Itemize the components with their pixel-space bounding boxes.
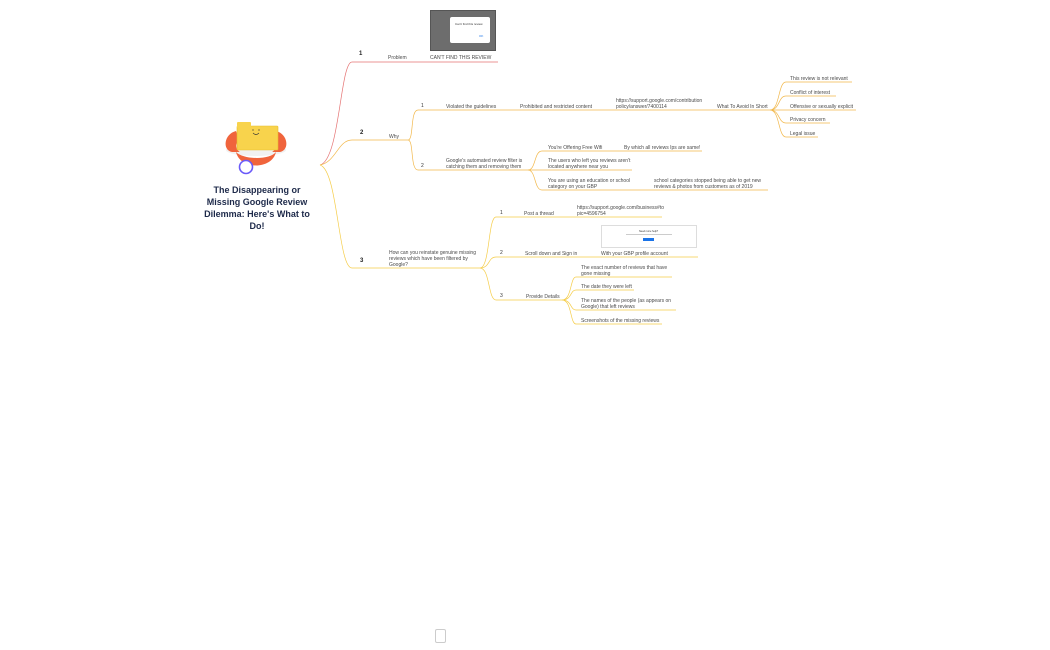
branch3-number: 3 <box>360 258 364 264</box>
branch1-child: CAN'T FIND THIS REVIEW <box>430 55 492 61</box>
step-3-label: Provide Details <box>526 294 560 300</box>
filter-reason-note: By which all reviews Ips are same! <box>624 145 701 151</box>
step-1-number: 1 <box>500 210 503 216</box>
why-item-1-sub: Prohibited and restricted content <box>520 104 592 110</box>
policy-link[interactable]: https://support.google.com/contributionp… <box>616 98 703 110</box>
step-2-number: 2 <box>500 250 503 256</box>
image-heading: Need more help? <box>639 230 659 233</box>
detail-item: The names of the people (as appears on G… <box>581 298 672 310</box>
step-2-label: Scroll down and Sign in <box>525 251 578 257</box>
branch3-label: How can you reinstate genuine missing re… <box>389 250 476 268</box>
why-item-2-number: 2 <box>421 163 424 169</box>
review-screenshot-image: Can't find this review OK <box>430 10 496 51</box>
filter-reason: You are using an education or school cat… <box>548 178 631 190</box>
support-link[interactable]: https://support.google.com/business#topi… <box>577 205 664 217</box>
sign-in-screenshot-image: Need more help? <box>601 225 697 248</box>
avoid-list-item: Conflict of interest <box>790 90 831 96</box>
step-1-label: Post a thread <box>524 211 554 217</box>
detail-item: The date they were left <box>581 284 632 290</box>
filter-reason: You're Offering Free Wifi <box>548 145 603 151</box>
avoid-list-item: Offensive or sexually explicit <box>790 104 853 110</box>
minimap-frame[interactable] <box>435 629 446 643</box>
branch1-number: 1 <box>359 51 363 57</box>
popup-ok-button: OK <box>479 34 484 38</box>
filter-reason: The users who left you reviews aren't lo… <box>548 158 631 170</box>
avoid-list-item: Legal issue <box>790 131 816 137</box>
detail-item: The exact number of reviews that have go… <box>581 265 668 277</box>
avoid-list-item: Privacy concern <box>790 117 826 123</box>
why-item-1-sub2: What To Avoid In Short <box>717 104 768 110</box>
branch1-label: Problem <box>388 55 407 61</box>
avoid-list-item: This review is not relevant <box>790 76 848 82</box>
root-illustration <box>225 122 287 175</box>
filter-reason-note: school categories stopped being able to … <box>654 178 762 190</box>
step-3-number: 3 <box>500 293 503 299</box>
root-title: The Disappearing or Missing Google Revie… <box>204 185 310 231</box>
branch2-number: 2 <box>360 130 364 136</box>
why-item-2-label: Google's automated review filter is catc… <box>446 158 523 170</box>
popup-text: Can't find this review <box>455 22 483 26</box>
branch2-label: Why <box>389 134 399 140</box>
step-2-child: With your GBP profile account <box>601 251 668 257</box>
why-item-1-number: 1 <box>421 103 424 109</box>
why-item-1-label: Violated the guidelines <box>446 104 497 110</box>
detail-item: Screenshots of the missing reviews <box>581 318 660 324</box>
